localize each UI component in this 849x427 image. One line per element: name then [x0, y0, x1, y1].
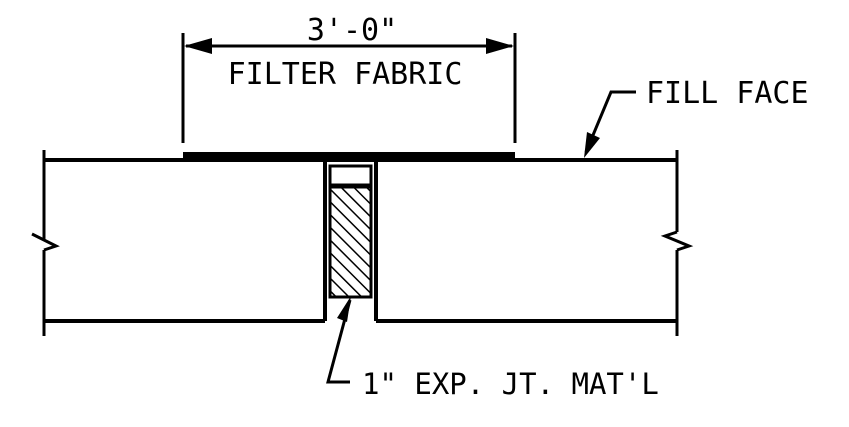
joint-material-hatch: [328, 185, 373, 299]
joint-material-label: 1" EXP. JT. MAT'L: [362, 367, 659, 401]
expansion-joint: [328, 164, 373, 299]
joint-material-arrow-icon: [337, 296, 351, 322]
break-symbol-right-icon: [660, 230, 694, 252]
joint-gap-open: [328, 164, 373, 187]
dimension-label: 3'-0": [307, 13, 397, 48]
right-slab: [374, 150, 694, 336]
break-symbol-left-icon: [31, 232, 60, 252]
fill-face-leader: [584, 90, 636, 158]
filter-fabric-label: FILTER FABRIC: [228, 57, 463, 92]
dimension-3ft: 3'-0": [181, 13, 517, 143]
dimension-arrow-left-icon: [184, 38, 212, 54]
fill-face-label: FILL FACE: [646, 76, 809, 111]
joint-material-leader: [326, 296, 352, 384]
filter-fabric: [183, 152, 515, 162]
fill-face-arrow-icon: [584, 132, 600, 158]
left-slab: [31, 150, 327, 336]
dimension-arrow-right-icon: [486, 38, 514, 54]
